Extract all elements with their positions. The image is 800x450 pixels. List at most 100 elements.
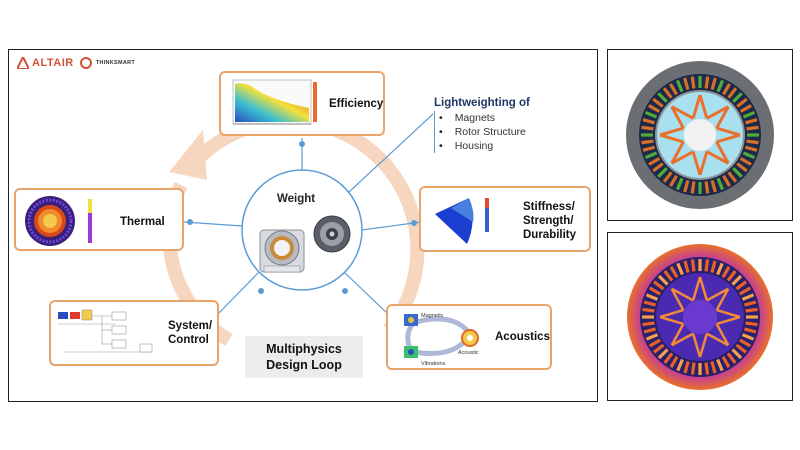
multiphysics-caption: Multiphysics Design Loop — [245, 336, 363, 378]
system-block-diagram-thumbnail — [58, 309, 153, 353]
rotor-magnet — [670, 323, 685, 346]
stator-slot — [744, 300, 757, 307]
stator-slot — [669, 356, 679, 369]
lightweighting-title: Lightweighting of — [434, 97, 530, 109]
stator-slot — [735, 280, 747, 291]
rotor-magnet — [671, 332, 694, 347]
stator-slot — [739, 157, 752, 166]
stator-slot — [721, 265, 731, 278]
field-cross-section-image — [627, 244, 773, 390]
stiffness-label-2: Strength/ — [523, 215, 574, 227]
stator-slot — [727, 87, 738, 99]
stator-slot — [716, 358, 724, 372]
altair-logo-icon — [17, 57, 29, 69]
system-control-node: System/ Control — [49, 300, 219, 366]
stator-slot — [710, 77, 717, 91]
stator-slot — [739, 338, 752, 348]
stator-slot — [642, 145, 656, 152]
stator-slot — [653, 280, 665, 291]
rotor-magnet — [659, 133, 684, 144]
rotor-magnet — [715, 105, 730, 129]
connector-acoustics — [343, 271, 390, 316]
stator-slot — [716, 177, 725, 191]
stator-slot — [641, 125, 654, 131]
field-plot-panel — [607, 232, 793, 401]
stator-slot — [683, 361, 690, 374]
stator-slot — [731, 348, 743, 360]
stator-slot — [744, 118, 758, 125]
stator-slot — [704, 76, 710, 89]
stator-slot — [648, 286, 661, 296]
stator-slot — [744, 327, 757, 334]
stator-slot — [676, 262, 684, 276]
stator-slot — [722, 174, 731, 187]
stator-slot — [741, 293, 755, 301]
stator-slot — [722, 83, 731, 96]
stator-slot — [704, 259, 710, 272]
stator-slot — [648, 104, 661, 113]
stator-slot — [745, 307, 758, 313]
stator-slot — [731, 274, 743, 286]
stiffness-label-1: Stiffness/ — [523, 201, 575, 213]
thermal-node: Thermal — [14, 188, 184, 251]
motor-housing-image — [259, 215, 351, 273]
stator-slot — [663, 352, 674, 364]
stator-slot — [742, 151, 756, 160]
stator-slot — [732, 92, 743, 103]
stator-slot — [644, 110, 658, 119]
rotor-magnet — [716, 315, 741, 326]
caption-line-2: Design Loop — [266, 358, 342, 372]
brand-name: ALTAIR — [32, 57, 74, 69]
stator-slot — [652, 97, 664, 108]
stator-slot — [710, 260, 717, 273]
rotor-magnet — [670, 150, 694, 165]
acoustics-label: Acoustics — [495, 331, 550, 343]
motor-geometry-panel — [607, 49, 793, 221]
rotor-magnet — [716, 308, 741, 319]
stiffness-map-thumbnail — [435, 198, 489, 244]
stator-slot — [721, 356, 731, 369]
stator-slot — [716, 79, 725, 93]
stator-slot — [735, 343, 747, 354]
stator-slot — [663, 270, 674, 282]
stator-slot — [683, 179, 690, 193]
stator-slot — [662, 171, 673, 183]
stator-slot — [642, 307, 655, 313]
connector-dot-efficiency — [299, 141, 305, 147]
stiffness-label-3: Durability — [523, 229, 577, 241]
system-label-2: Control — [168, 334, 209, 346]
rotor-magnet — [715, 288, 730, 311]
stator-slot — [662, 87, 673, 99]
rotor-magnet — [670, 288, 685, 311]
acoustic-diagram-label-magnetic: Magnetic — [421, 313, 444, 319]
stator-slot — [716, 262, 724, 276]
stator-slot — [648, 157, 661, 166]
stator-slot — [652, 162, 664, 173]
stator-slot — [675, 177, 684, 191]
stator-slot — [648, 338, 661, 348]
stator-slot — [676, 358, 684, 372]
stator-slot — [742, 110, 756, 119]
connector-system — [213, 271, 260, 319]
lightweighting-items: Magnets Rotor Structure Housing — [434, 111, 530, 153]
lightweighting-item-housing: Housing — [435, 139, 530, 153]
rotor-magnet — [691, 276, 702, 301]
stator-slot — [732, 167, 743, 178]
multiphysics-diagram-panel: ALTAIR THINKSMART Efficiency — [8, 49, 598, 402]
stator-slot — [657, 348, 669, 360]
stator-slot — [736, 162, 748, 173]
caption-line-1: Multiphysics — [266, 342, 342, 356]
rotor-magnet — [715, 323, 730, 346]
efficiency-node: Efficiency — [219, 71, 385, 136]
connector-dot-stiffness — [411, 220, 417, 226]
stator-slot — [669, 265, 679, 278]
stator-slot — [704, 181, 710, 194]
rotor-magnet — [691, 151, 702, 176]
rotor-magnet — [659, 126, 684, 137]
stator-slot — [657, 274, 669, 286]
acoustics-loop-thumbnail — [404, 314, 479, 358]
stator-slot — [746, 139, 759, 145]
stator-slot — [683, 77, 690, 91]
rotor-magnet — [671, 287, 694, 302]
stator-slot — [736, 97, 748, 108]
